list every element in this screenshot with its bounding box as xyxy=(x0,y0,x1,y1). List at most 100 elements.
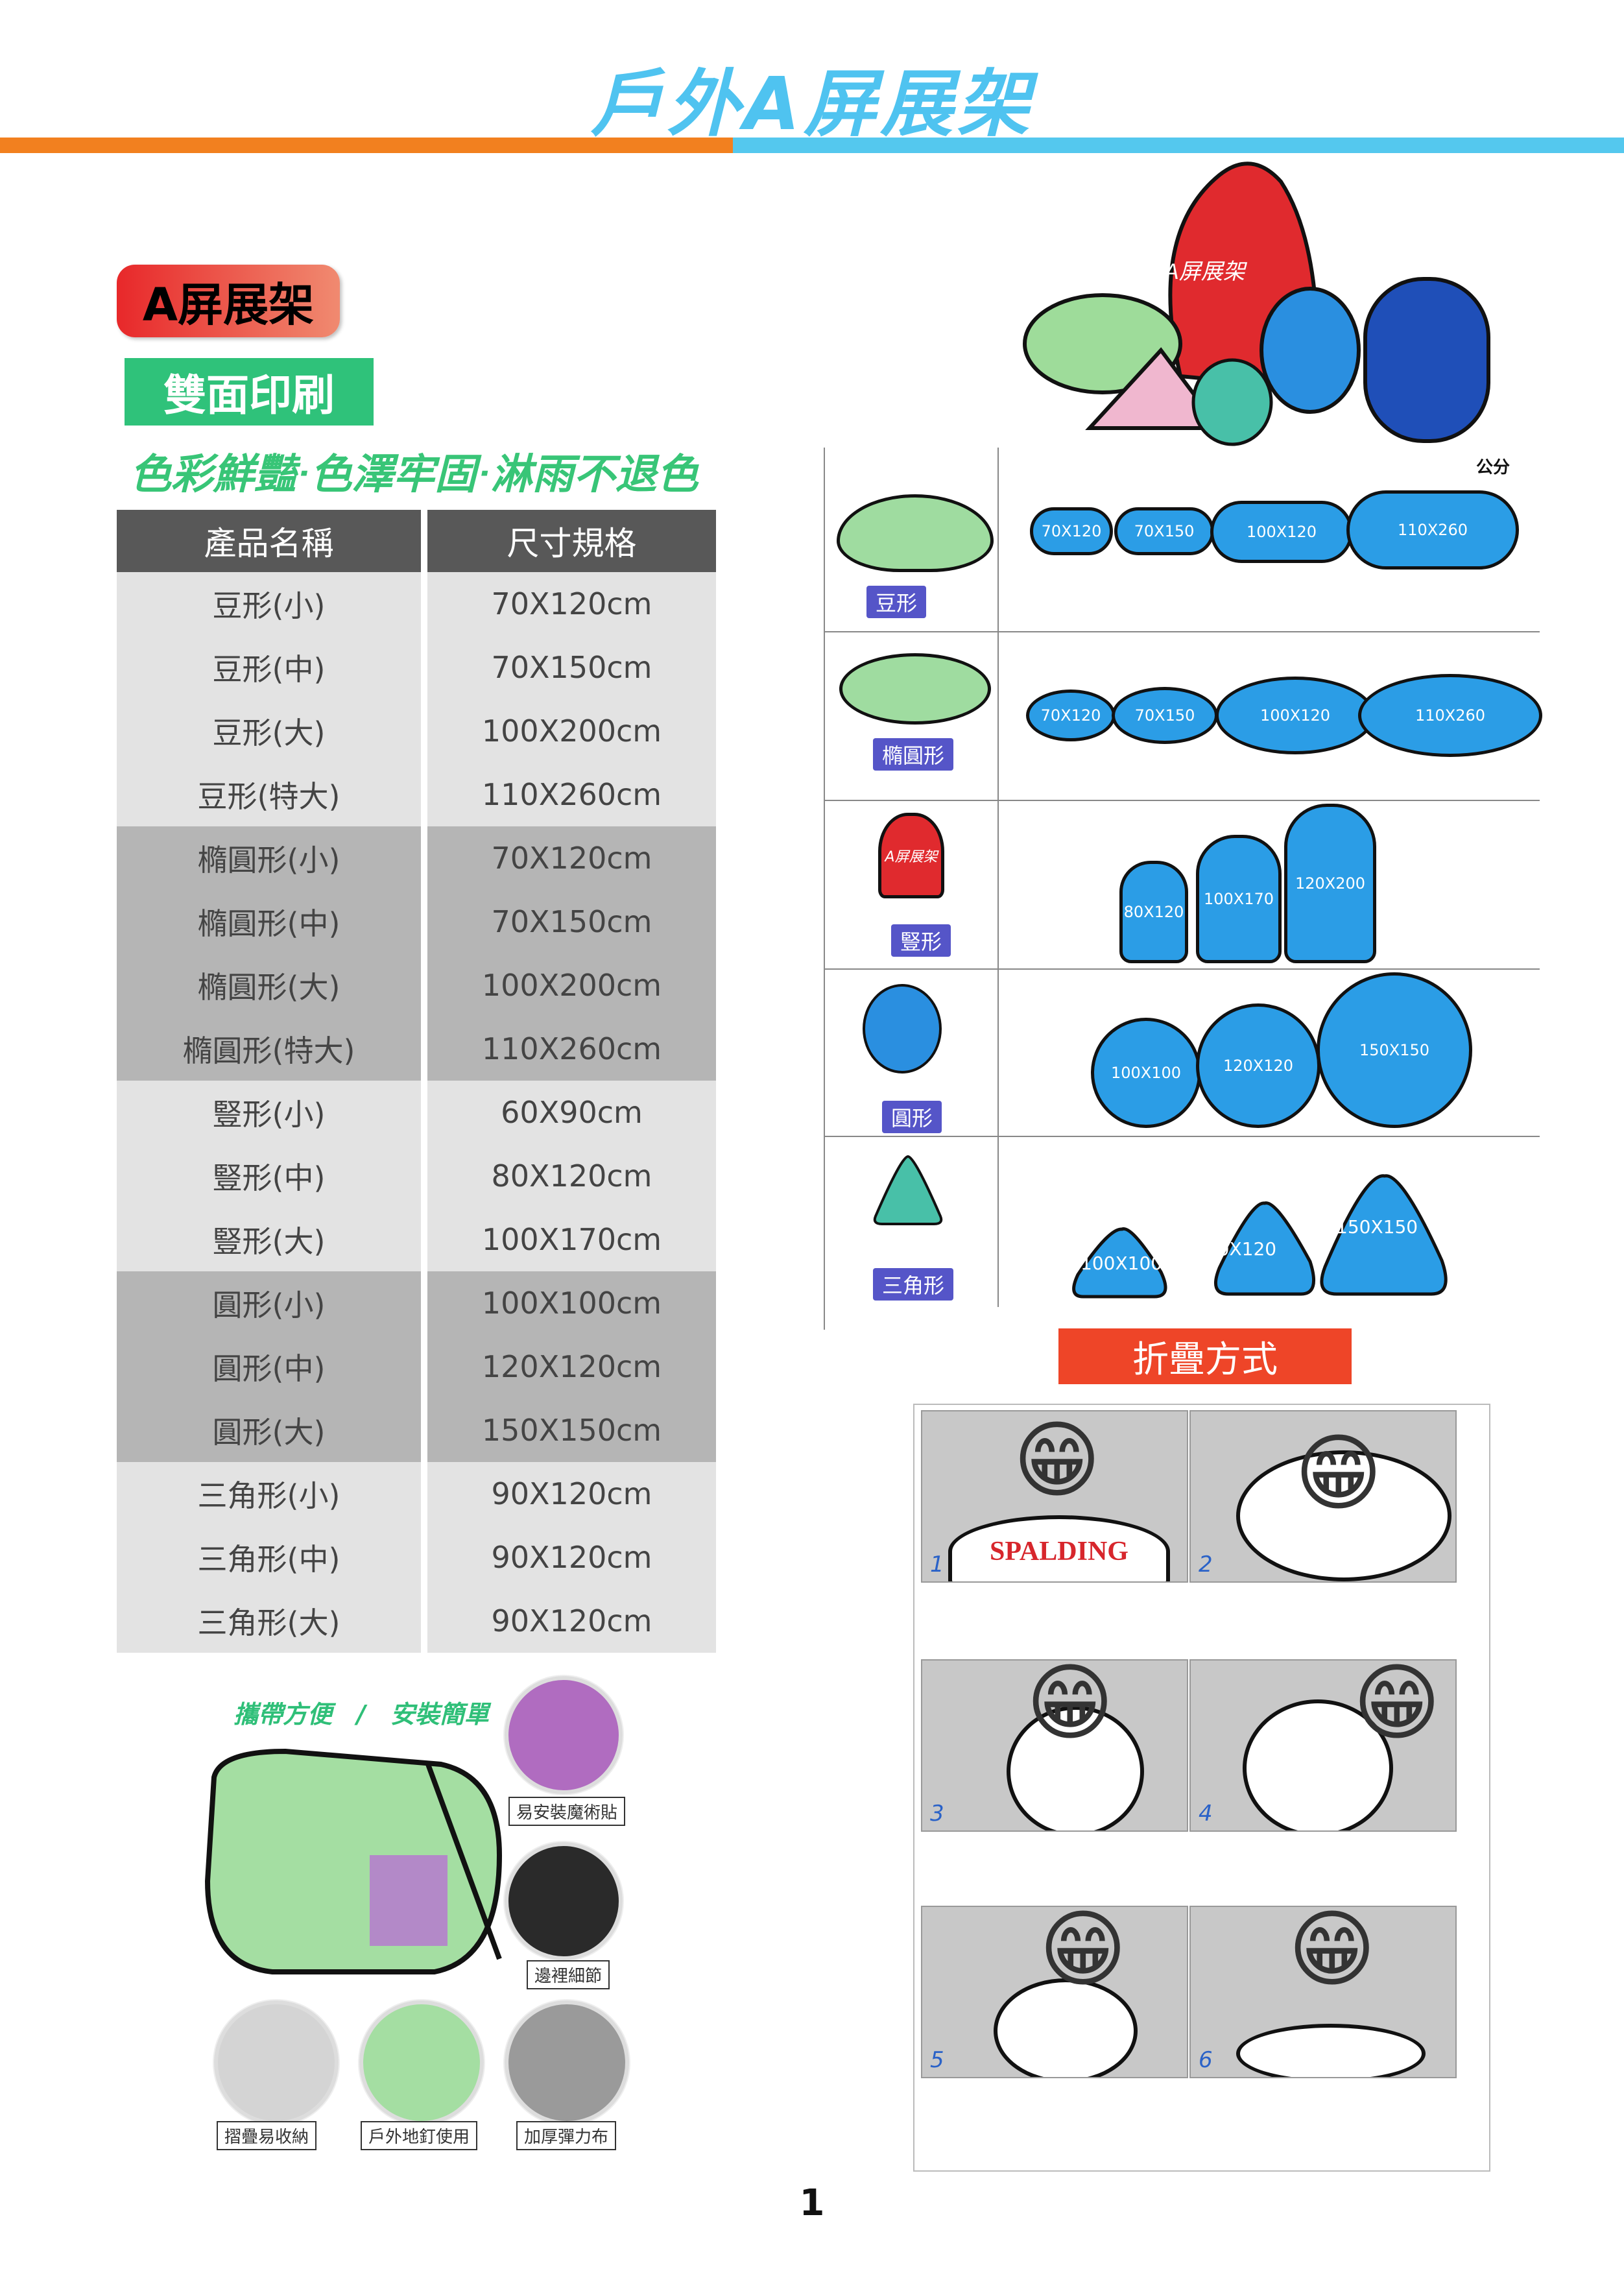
emoji-face-icon: 😁 xyxy=(1013,1411,1101,1509)
product-name-cell: 三角形(大) xyxy=(117,1589,421,1653)
size-cell: 70X150cm xyxy=(427,636,716,699)
shape-label-bean: 豆形 xyxy=(866,586,927,618)
table-header: 產品名稱 尺寸規格 xyxy=(117,510,716,572)
size-pill: 110X260 xyxy=(1346,490,1519,570)
fold-step-photo: 😁 5 xyxy=(921,1906,1188,2078)
size-pill: 100X170 xyxy=(1196,835,1282,963)
step-number: 5 xyxy=(930,2047,944,2073)
product-name-cell: 豆形(中) xyxy=(117,636,421,699)
emoji-face-icon: 😁 xyxy=(1039,1906,1127,1998)
shape-row-round: 圓形 100X100 120X120 150X150 xyxy=(824,968,1540,1137)
emoji-face-icon: 😁 xyxy=(1295,1424,1383,1522)
triangle-size-label: 120X120 xyxy=(1195,1238,1277,1260)
size-cell: 90X120cm xyxy=(427,1526,716,1589)
step-number: 2 xyxy=(1199,1552,1213,1577)
size-pill: 110X260 xyxy=(1358,674,1542,757)
size-pill: 100X120 xyxy=(1210,501,1353,563)
product-name-cell: 圓形(中) xyxy=(117,1335,421,1398)
size-pill: 70X120 xyxy=(1026,690,1116,741)
shape-label-round: 圓形 xyxy=(882,1101,942,1133)
size-cell: 110X260cm xyxy=(427,1017,716,1081)
size-cell: 60X90cm xyxy=(427,1081,716,1144)
fold-step-photo: SPALDING 😁 1 xyxy=(921,1410,1188,1583)
triangle-size-label: 100X100 xyxy=(1081,1253,1163,1274)
edge-detail-image xyxy=(505,1842,623,1960)
table-row: 豎形(大)100X170cm xyxy=(117,1208,716,1271)
table-row: 三角形(小)90X120cm xyxy=(117,1462,716,1526)
size-cell: 120X120cm xyxy=(427,1335,716,1398)
shape-grid: 豆形 70X120 70X150 100X120 110X260 橢圓形 70X… xyxy=(824,448,1542,1330)
table-row: 橢圓形(大)100X200cm xyxy=(117,954,716,1017)
product-name-cell: 橢圓形(大) xyxy=(117,954,421,1017)
emoji-face-icon: 😁 xyxy=(1288,1906,1376,1998)
product-name-cell: 橢圓形(中) xyxy=(117,890,421,954)
features-slogan: 攜帶方便 / 安裝簡單 xyxy=(233,1700,489,1729)
table-row: 豆形(中)70X150cm xyxy=(117,636,716,699)
product-name-cell: 豆形(小) xyxy=(117,572,421,636)
oval-thumbnail xyxy=(839,653,991,725)
product-name-cell: 豆形(大) xyxy=(117,699,421,763)
size-cell: 100X200cm xyxy=(427,699,716,763)
page-number: 1 xyxy=(799,2182,825,2224)
header-name: 產品名稱 xyxy=(117,510,421,572)
feature-label-folding: 摺疊易收納 xyxy=(217,2121,317,2150)
hero-label: A屏展架 xyxy=(1163,259,1248,284)
product-name-cell: 豆形(特大) xyxy=(117,763,421,826)
shape-label-vertical: 豎形 xyxy=(891,924,951,957)
table-row: 橢圓形(小)70X120cm xyxy=(117,826,716,890)
folding-bag-image xyxy=(214,2000,339,2125)
feature-label-fabric: 加厚彈力布 xyxy=(516,2121,617,2150)
tagline: 色彩鮮豔‧色澤牢固‧淋雨不退色 xyxy=(130,451,699,499)
step-number: 1 xyxy=(930,1552,944,1577)
folding-steps-frame: SPALDING 😁 1 😁 2 😁 3 😁 4 😁 5 😁 6 xyxy=(913,1404,1490,2172)
product-badge: A屏展架 xyxy=(117,265,340,337)
fold-step-photo: 😁 4 xyxy=(1189,1659,1457,1832)
header-size: 尺寸規格 xyxy=(427,510,716,572)
size-pill: 120X200 xyxy=(1284,804,1376,963)
round-thumbnail xyxy=(863,984,942,1074)
size-cell: 80X120cm xyxy=(427,1144,716,1208)
size-cell: 100X200cm xyxy=(427,954,716,1017)
emoji-face-icon: 😁 xyxy=(1353,1659,1441,1752)
size-cell: 70X150cm xyxy=(427,890,716,954)
bean-stand-illustration xyxy=(204,1748,503,1974)
product-name-cell: 豎形(大) xyxy=(117,1208,421,1271)
feature-label-ground-peg: 戶外地釘使用 xyxy=(361,2121,478,2150)
table-row: 豆形(小)70X120cm xyxy=(117,572,716,636)
table-row: 豆形(特大)110X260cm xyxy=(117,763,716,826)
product-name-cell: 圓形(小) xyxy=(117,1271,421,1335)
feature-label-edge: 邊裡細節 xyxy=(527,1960,610,1989)
size-pill: 100X100 xyxy=(1091,1018,1201,1128)
table-row: 圓形(小)100X100cm xyxy=(117,1271,716,1335)
size-pill: 70X150 xyxy=(1112,687,1218,744)
table-row: 三角形(大)90X120cm xyxy=(117,1589,716,1653)
velcro-detail-image xyxy=(505,1676,623,1794)
bean-thumbnail xyxy=(837,494,994,572)
hero-product-illustration: A屏展架 xyxy=(1023,162,1490,446)
table-row: 圓形(大)150X150cm xyxy=(117,1398,716,1462)
table-row: 圓形(中)120X120cm xyxy=(117,1335,716,1398)
fold-step-photo: 😁 2 xyxy=(1189,1410,1457,1583)
product-name-cell: 豎形(小) xyxy=(117,1081,421,1144)
triangle-size-label: 150X150 xyxy=(1336,1216,1418,1238)
table-row: 橢圓形(特大)110X260cm xyxy=(117,1017,716,1081)
shape-row-oval: 橢圓形 70X120 70X150 100X120 110X260 xyxy=(824,631,1542,801)
spalding-banner: SPALDING xyxy=(948,1515,1170,1581)
folding-title: 折疊方式 xyxy=(1058,1328,1352,1384)
product-name-cell: 橢圓形(特大) xyxy=(117,1017,421,1081)
product-name-cell: 圓形(大) xyxy=(117,1398,421,1462)
shape-row-vertical: A屏展架 豎形 80X120 100X170 120X200 xyxy=(824,800,1540,970)
step-number: 4 xyxy=(1199,1801,1213,1827)
blue-divider xyxy=(733,138,1624,153)
printing-badge: 雙面印刷 xyxy=(125,358,374,426)
size-pill: 100X120 xyxy=(1215,677,1375,754)
size-cell: 70X120cm xyxy=(427,572,716,636)
page-title: 戶外A屏展架 xyxy=(590,62,1034,147)
size-cell: 110X260cm xyxy=(427,763,716,826)
size-cell: 70X120cm xyxy=(427,826,716,890)
shape-row-bean: 豆形 70X120 70X150 100X120 110X260 xyxy=(824,448,1540,632)
product-name-cell: 三角形(中) xyxy=(117,1526,421,1589)
size-cell: 90X120cm xyxy=(427,1589,716,1653)
shape-label-triangle: 三角形 xyxy=(873,1268,954,1301)
step-number: 3 xyxy=(930,1801,944,1827)
